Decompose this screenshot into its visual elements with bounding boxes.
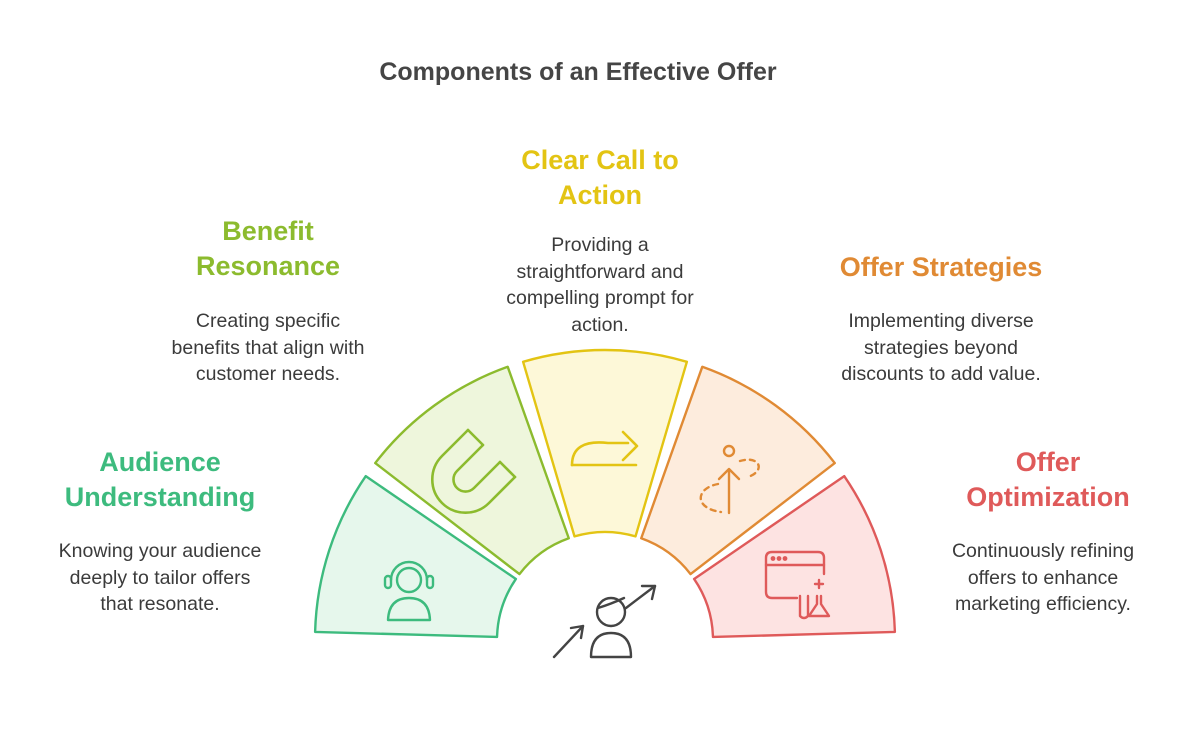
magnet-icon (431, 428, 517, 514)
description-benefit-resonance: Creating specific benefits that align wi… (138, 308, 398, 388)
description-line: marketing efficiency. (955, 593, 1131, 615)
heading-line: Resonance (195, 251, 341, 281)
segment-audience-understanding (313, 474, 518, 639)
heading-clear-call-to-action: Clear Call to Action (480, 143, 720, 213)
heading-audience-understanding: Audience Understanding (40, 445, 280, 515)
description-line: Knowing your audience (58, 540, 262, 562)
description-line: deeply to tailor offers (69, 566, 251, 589)
segment-benefit-resonance (374, 365, 570, 576)
description-offer-strategies: Implementing diverse strategies beyond d… (811, 308, 1071, 388)
fan-segments (313, 348, 897, 639)
headset-person-icon (383, 560, 435, 622)
description-line: Providing a (551, 234, 649, 256)
description-audience-understanding: Knowing your audience deeply to tailor o… (30, 538, 290, 618)
description-line: that resonate. (100, 593, 220, 615)
heading-line: Offer Strategies (839, 252, 1043, 282)
description-line: Continuously refining (951, 540, 1135, 562)
description-clear-call-to-action: Providing a straightforward and compelli… (470, 232, 730, 338)
heading-line: Clear Call to (521, 145, 679, 175)
segment-offer-strategies (640, 365, 836, 576)
heading-line: Benefit (222, 216, 314, 246)
segment-offer-optimization (692, 474, 897, 639)
description-line: offers to enhance (967, 566, 1119, 589)
description-line: Implementing diverse (848, 310, 1034, 332)
heading-line: Understanding (64, 482, 256, 512)
heading-line: Optimization (966, 482, 1130, 512)
description-offer-optimization: Continuously refining offers to enhance … (913, 538, 1173, 618)
strategy-path-icon (699, 444, 760, 515)
description-line: benefits that align with (171, 336, 365, 359)
description-line: compelling prompt for (506, 287, 694, 309)
description-line: strategies beyond (864, 336, 1018, 359)
person-growth-icon (552, 584, 657, 659)
description-line: customer needs. (195, 363, 341, 385)
redirect-arrow-icon (570, 430, 639, 467)
page-title: Components of an Effective Offer (379, 58, 777, 86)
heading-offer-optimization: Offer Optimization (918, 445, 1178, 515)
heading-line: Audience (99, 447, 221, 477)
heading-benefit-resonance: Benefit Resonance (148, 214, 388, 284)
description-line: straightforward and (516, 260, 684, 283)
description-line: action. (571, 313, 629, 336)
description-line: Creating specific (195, 310, 341, 332)
heading-offer-strategies: Offer Strategies (801, 250, 1081, 285)
browser-flask-icon (764, 550, 831, 620)
heading-line: Offer (1015, 447, 1081, 477)
heading-line: Action (558, 180, 642, 210)
description-line: discounts to add value. (841, 363, 1041, 385)
